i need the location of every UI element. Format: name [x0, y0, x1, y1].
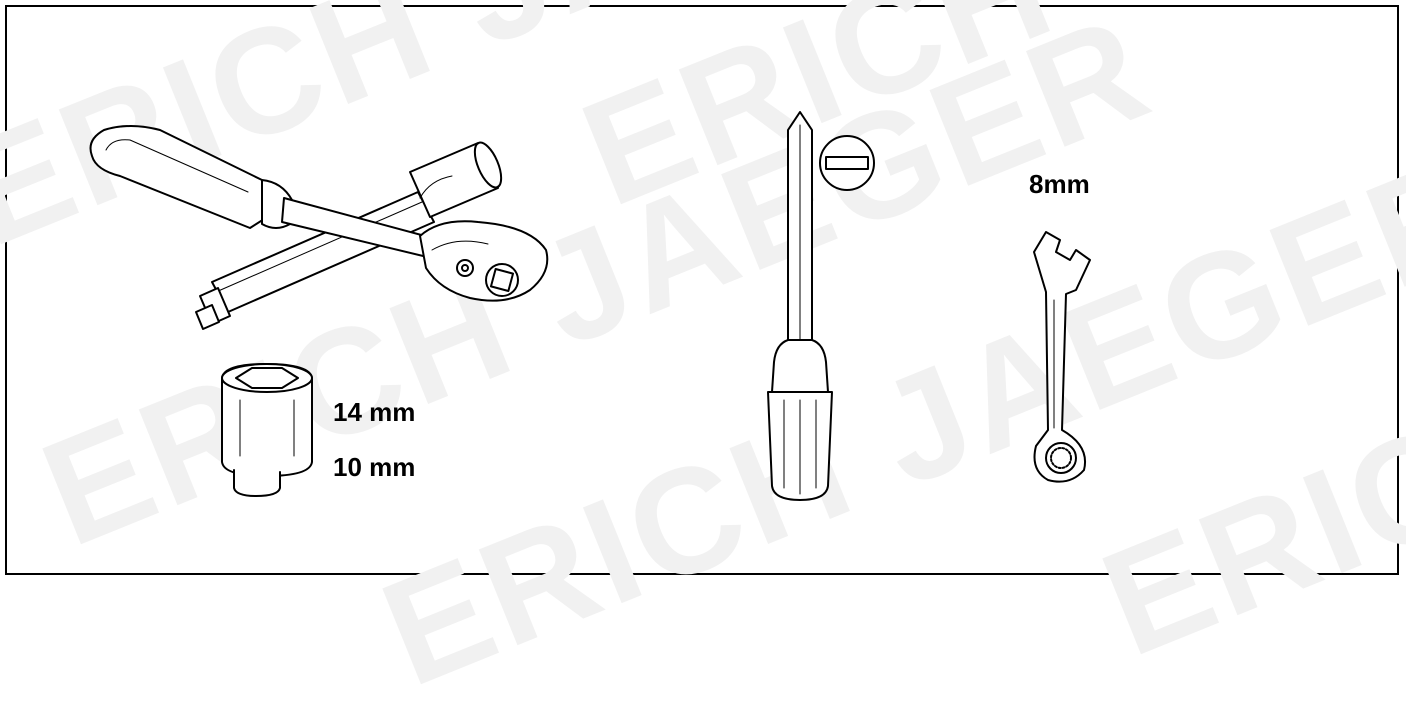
slotted-tip-icon — [819, 135, 875, 191]
hex-socket-icon — [221, 363, 313, 497]
combination-wrench-icon — [1033, 231, 1091, 483]
wrench-size-label: 8mm — [1029, 169, 1090, 199]
socket-extension-icon — [195, 141, 503, 330]
ratchet-wrench-icon — [89, 125, 549, 302]
socket-size-large-label: 14 mm — [333, 397, 416, 427]
socket-size-small-label: 10 mm — [333, 452, 416, 482]
flat-screwdriver-icon — [767, 111, 833, 501]
